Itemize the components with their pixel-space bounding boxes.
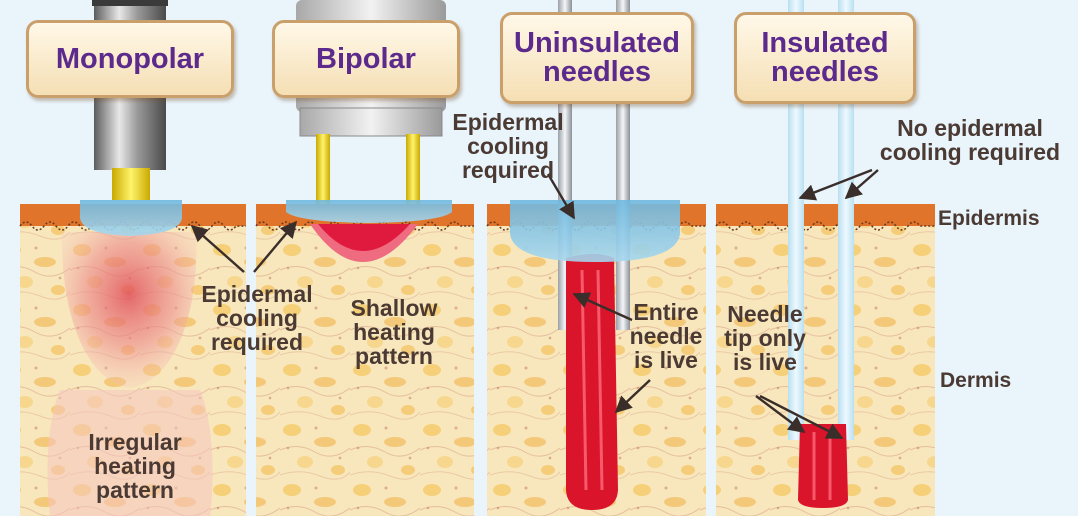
cooling-tip-monopolar	[80, 200, 182, 236]
bipolar-electrode-right	[406, 134, 420, 204]
arrow-no-cooling-left	[798, 168, 873, 201]
label-line: required	[210, 329, 304, 356]
annotation-arrows	[190, 168, 879, 440]
arrow-cooling-p1	[190, 224, 245, 273]
title-uninsulated-line-2: needles	[543, 56, 651, 88]
title-bipolar: Bipolar	[272, 20, 460, 98]
label-line: pattern	[96, 477, 174, 504]
label-line: Needle	[727, 301, 803, 327]
title-uninsulated: Uninsulated needles	[500, 12, 694, 104]
bipolar-electrode-left	[316, 134, 330, 204]
arrow-tip-left	[755, 395, 806, 434]
title-insulated-line-2: needles	[771, 56, 879, 88]
live-needle-heat	[566, 254, 618, 510]
label-line: Epidermal	[201, 281, 313, 307]
label-line: needle	[629, 323, 703, 350]
label-line: Irregular	[88, 429, 182, 455]
label-entire-needle: Entire needle is live	[618, 299, 714, 374]
cooling-tip-bipolar	[286, 200, 452, 223]
arrow-no-cooling-right	[844, 169, 879, 200]
label-epidermal-cooling-mid: Epidermal cooling required	[192, 281, 322, 356]
label-line: is live	[733, 349, 797, 376]
insulated-illustration	[788, 0, 854, 508]
label-line: cooling required	[879, 139, 1061, 166]
label-line: cooling	[467, 133, 549, 160]
label-shallow-heating: Shallow heating pattern	[334, 295, 454, 370]
label-line: cooling	[216, 305, 298, 332]
label-dermis: Dermis	[940, 369, 1030, 392]
label-line: pattern	[355, 343, 433, 370]
label-line: Epidermis	[938, 207, 1040, 230]
arrow-cooling-p3	[546, 173, 576, 220]
label-line: heating	[94, 453, 176, 480]
title-monopolar-text: Monopolar	[55, 42, 205, 75]
label-line: Dermis	[940, 369, 1012, 392]
label-line: No epidermal	[897, 115, 1043, 141]
label-line: Entire	[633, 299, 699, 325]
cooling-tip-uninsulated	[510, 200, 680, 262]
label-no-epidermal-cooling: No epidermal cooling required	[872, 116, 1068, 164]
label-line: Shallow	[350, 295, 438, 321]
monopolar-electrode	[112, 168, 150, 200]
label-line: tip only	[724, 325, 806, 352]
label-epidermis: Epidermis	[938, 207, 1040, 230]
title-uninsulated-line-1: Uninsulated	[514, 27, 680, 59]
title-monopolar: Monopolar	[26, 20, 234, 98]
label-line: is live	[634, 347, 698, 374]
label-epidermal-cooling-top: Epidermal cooling required	[438, 109, 578, 184]
insulated-needle-left	[788, 0, 804, 440]
needle-tip-heat	[798, 424, 848, 508]
arrow-tip-right	[759, 394, 844, 440]
arrow-entire-needle-top	[572, 292, 633, 322]
insulated-needle-right	[838, 0, 854, 440]
label-line: required	[461, 157, 555, 184]
title-bipolar-text: Bipolar	[316, 42, 416, 75]
label-line: heating	[353, 319, 435, 346]
arrow-cooling-p2	[253, 220, 298, 273]
irregular-heating-zone	[61, 232, 197, 388]
title-insulated-line-1: Insulated	[761, 27, 889, 59]
title-insulated: Insulated needles	[734, 12, 916, 104]
arrow-entire-needle-bottom	[614, 379, 651, 414]
label-irregular-heating: Irregular heating pattern	[70, 429, 200, 504]
label-needle-tip: Needle tip only is live	[712, 301, 818, 376]
label-line: Epidermal	[452, 109, 564, 135]
